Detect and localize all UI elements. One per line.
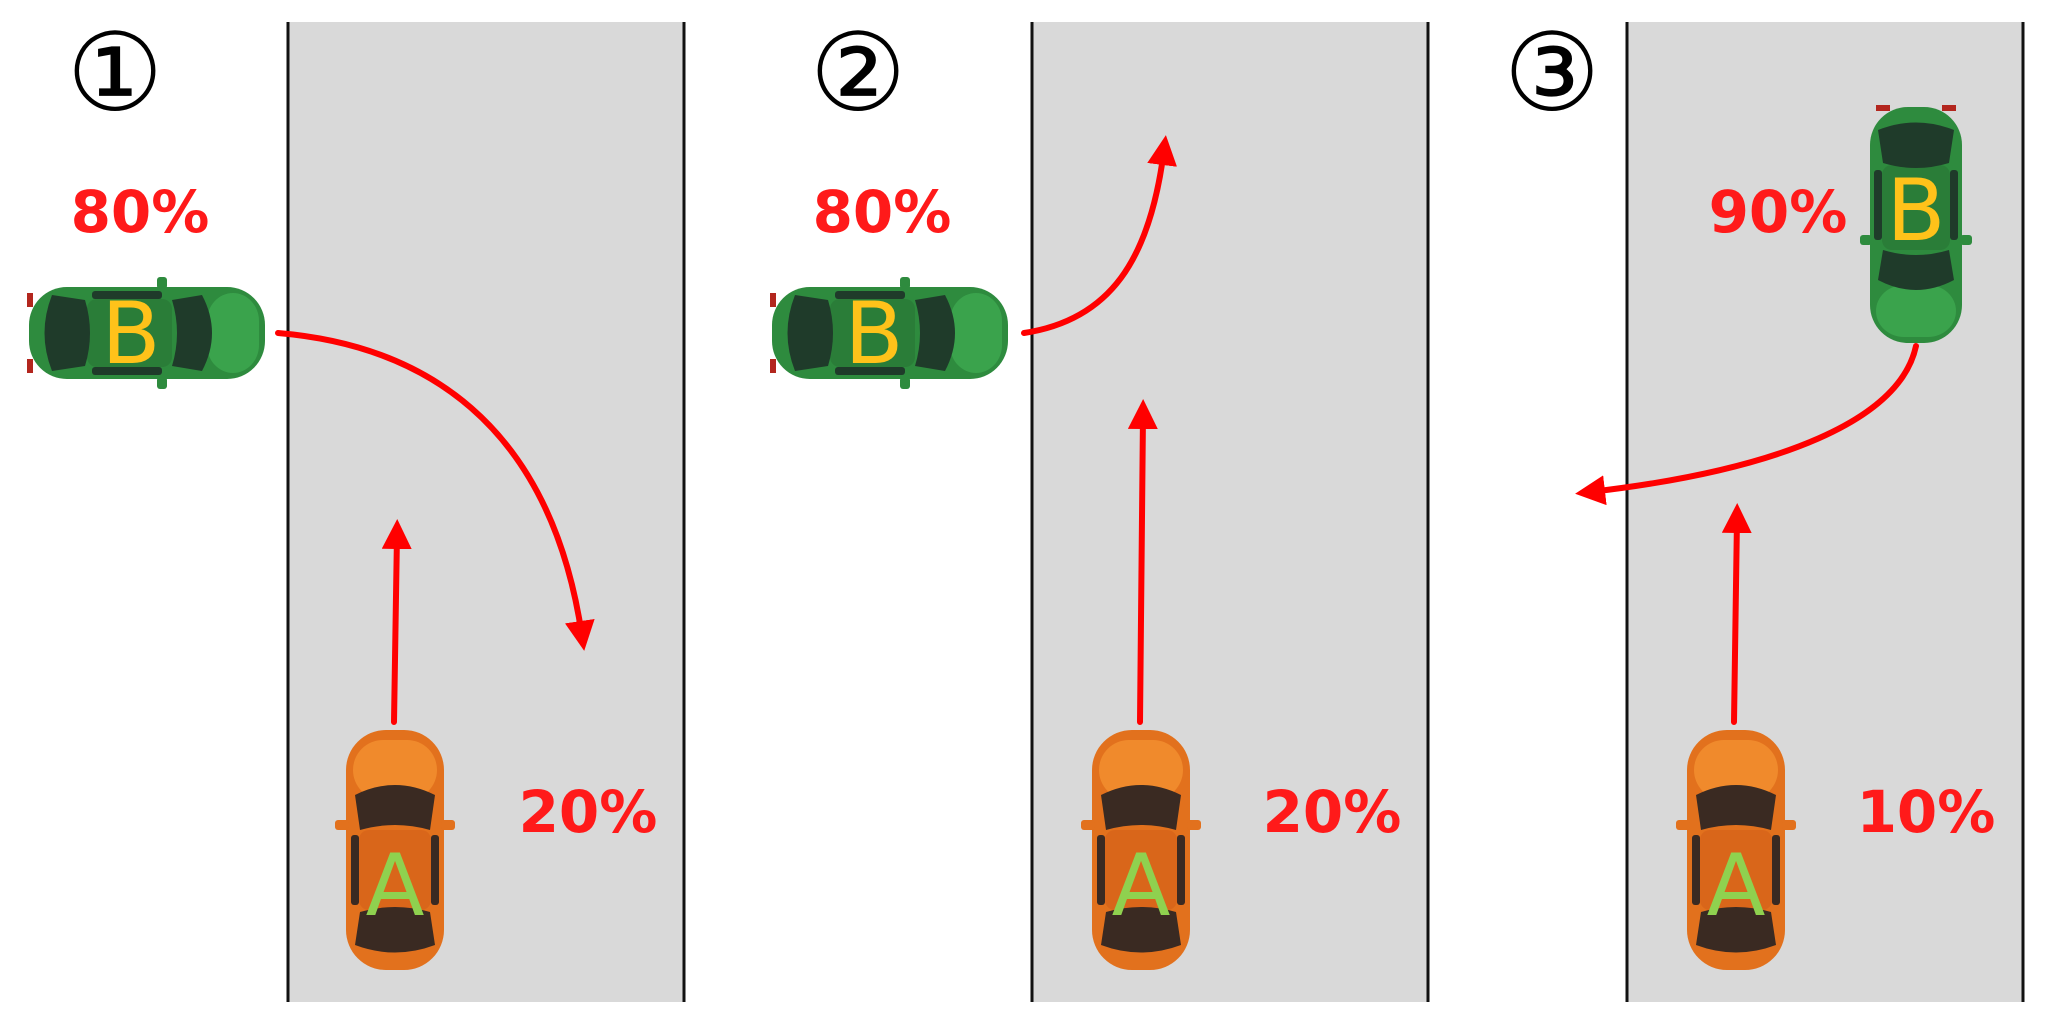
car-a-1-percent: 20% [519, 778, 658, 846]
car-b-1-path-arrow [275, 330, 595, 651]
car-b-3-path-arrow [1575, 343, 1919, 506]
car-b-2: B [770, 277, 1008, 389]
scenario-2-number: ② [810, 11, 907, 136]
car-a-2-label: A [1112, 836, 1171, 936]
car-b-3-percent: 90% [1709, 178, 1848, 246]
car-a-3-percent: 10% [1857, 778, 1996, 846]
car-a-3-path-arrow [1721, 503, 1752, 725]
scenario-2: ② 80% B A 20% [770, 11, 1430, 1002]
car-b-1-label: B [102, 284, 161, 384]
car-b-2-label: B [845, 284, 904, 384]
car-b-2-path-arrow [1021, 135, 1177, 336]
car-a-3-label: A [1707, 836, 1766, 936]
road-3 [1627, 22, 2023, 1002]
car-b-1-percent: 80% [71, 178, 210, 246]
scenario-3: ③ 90% B A 10% [1504, 11, 2025, 1002]
car-a-1-label: A [366, 836, 425, 936]
car-a-2-path-arrow [1127, 399, 1158, 725]
car-b-1: B [27, 277, 265, 389]
road-2 [1032, 22, 1428, 1002]
car-a-2-percent: 20% [1263, 778, 1402, 846]
car-a-3: A [1676, 730, 1796, 970]
car-a-1-path-arrow [381, 519, 412, 725]
scenario-1-number: ① [67, 11, 164, 136]
car-b-2-percent: 80% [813, 178, 952, 246]
car-a-2: A [1081, 730, 1201, 970]
car-a-1: A [335, 730, 455, 970]
scenario-1: ① 80% B A 20% [27, 11, 686, 1002]
car-b-3-label: B [1887, 161, 1946, 261]
scenario-3-number: ③ [1504, 11, 1601, 136]
